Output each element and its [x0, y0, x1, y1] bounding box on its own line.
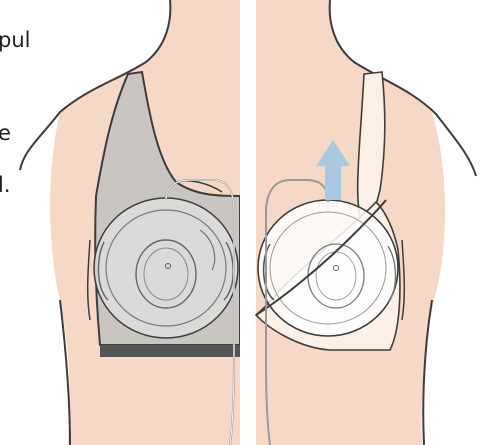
left-panel: [20, 0, 240, 445]
text-fragment-1: pul: [0, 30, 30, 51]
left-pump-cup-icon: [94, 198, 238, 338]
text-fragment-3: l.: [0, 175, 11, 196]
right-pump-cup-icon: [258, 200, 398, 336]
right-panel: [256, 0, 476, 445]
left-bra-band: [100, 345, 240, 357]
text-fragment-2: e: [0, 123, 11, 144]
panel-divider: [240, 0, 256, 445]
